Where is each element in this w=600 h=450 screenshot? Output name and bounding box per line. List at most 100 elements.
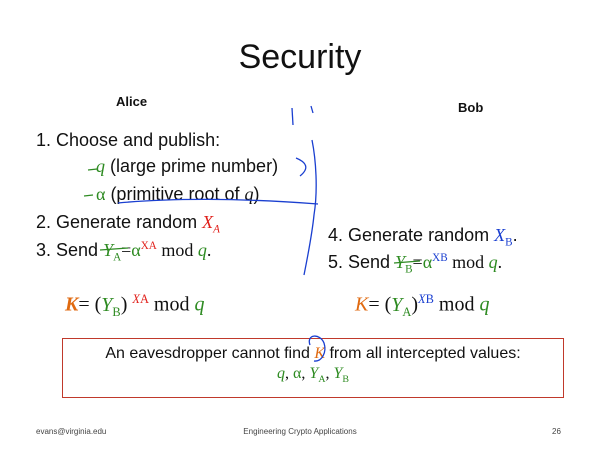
exponent-sub-b: B (440, 252, 448, 264)
step-2-text: 2. Generate random (36, 212, 203, 232)
q-symbol: q (96, 156, 105, 176)
page-number: 26 (552, 427, 561, 436)
x-letter: X (432, 252, 441, 264)
ink-q-curve (295, 157, 307, 177)
exponent-xa: XA (141, 240, 157, 252)
close-paren: ) (120, 293, 128, 316)
intercepted-values: q, α, YA, YB (63, 365, 563, 385)
q-modulus: q (197, 240, 207, 260)
param-q-line: q (large prime number) (96, 156, 278, 177)
equals-sign: = (412, 252, 423, 272)
y-letter: Y (103, 240, 114, 260)
step-5: 5. Send YB=αXB mod q. (328, 252, 502, 276)
subscript-b: B (112, 304, 121, 319)
exponent-sub-a: A (148, 240, 157, 252)
q-modulus: q (194, 293, 205, 316)
ya-value: YA (309, 365, 326, 386)
yb-symbol: YB (395, 252, 412, 276)
step-2: 2. Generate random XA (36, 212, 220, 236)
alpha-base: α (131, 240, 141, 260)
ink-alpha-dash (83, 194, 94, 197)
k-symbol: K (65, 293, 79, 316)
yb-symbol: YB (101, 293, 121, 319)
q-value: q (277, 365, 286, 382)
period: . (512, 225, 518, 245)
period: . (206, 240, 212, 260)
exponent-sub-b: B (425, 292, 434, 306)
y-letter: Y (309, 365, 319, 382)
subscript-a: A (318, 374, 326, 386)
exponent-xb: XB (418, 292, 434, 306)
step-4-text: 4. Generate random (328, 225, 495, 245)
alpha-symbol: α (96, 184, 106, 204)
mod-text: mod (148, 293, 195, 316)
x-letter: X (132, 292, 140, 306)
bob-key-formula: K= (YA)XB mod q (355, 292, 489, 320)
ink-divider-stroke (291, 107, 294, 126)
subscript-b: B (505, 236, 513, 249)
x-letter: X (418, 292, 426, 306)
close-paren: ) (411, 293, 419, 316)
step-5-text: 5. Send (328, 252, 396, 272)
alpha-description: (primitive root of (105, 184, 245, 204)
open-paren: ( (384, 293, 392, 316)
x-letter: X (494, 225, 506, 245)
xa-symbol: XA (202, 212, 220, 236)
comma: , (325, 365, 334, 382)
ink-tick (310, 105, 314, 114)
y-letter: Y (395, 252, 406, 272)
comma: , (301, 365, 310, 382)
mod-text: mod (433, 293, 480, 316)
ya-symbol: YA (103, 240, 121, 264)
xb-symbol: XB (494, 225, 512, 249)
footer-email: evans@virginia.edu (36, 427, 107, 436)
subscript-b: B (405, 263, 413, 276)
ink-vertical-line (303, 139, 317, 276)
y-letter: Y (101, 293, 113, 316)
exponent-xa: XA (132, 292, 149, 306)
x-letter: X (202, 212, 214, 232)
alpha-q-symbol: q (244, 184, 254, 204)
step-3: 3. Send YA=αXA mod q. (36, 240, 211, 264)
x-letter: X (140, 240, 149, 252)
mod-text: mod (447, 252, 489, 272)
q-modulus: q (479, 293, 490, 316)
period: . (497, 252, 503, 272)
alpha-base: α (422, 252, 433, 272)
slide-title: Security (238, 38, 362, 76)
param-alpha-line: α (primitive root of q) (96, 184, 259, 205)
subscript-a: A (402, 304, 412, 319)
equals-sign: = (78, 293, 90, 316)
exponent-xb: XB (432, 252, 448, 264)
exponent-sub-a: A (139, 292, 149, 306)
alpha-close: ) (253, 184, 260, 204)
equals-sign: = (368, 293, 380, 316)
comma: , (285, 365, 294, 382)
eavesdropper-text-pre: An eavesdropper cannot find (105, 345, 315, 362)
q-modulus: q (488, 252, 498, 272)
k-symbol: K (355, 293, 369, 316)
eavesdropper-text-post: from all intercepted values: (325, 345, 521, 362)
bob-label: Bob (458, 100, 484, 115)
step-3-text: 3. Send (36, 240, 104, 260)
alice-key-formula: K= (YB) XA mod q (65, 292, 204, 320)
subscript-b: B (342, 374, 349, 386)
k-symbol: K (314, 345, 326, 362)
footer-course: Engineering Crypto Applications (243, 427, 357, 436)
subscript-a: A (213, 223, 220, 236)
y-letter: Y (333, 365, 343, 382)
y-letter: Y (391, 293, 403, 316)
open-paren: ( (94, 293, 102, 316)
yb-value: YB (333, 365, 349, 386)
alice-label: Alice (116, 94, 148, 109)
eavesdropper-box: An eavesdropper cannot find K from all i… (62, 338, 564, 398)
subscript-a: A (113, 251, 122, 264)
step-1: 1. Choose and publish: (36, 130, 221, 150)
eavesdropper-text: An eavesdropper cannot find K from all i… (63, 345, 563, 363)
equals-sign: = (121, 240, 132, 260)
step-4: 4. Generate random XB. (328, 225, 518, 249)
ya-symbol: YA (391, 293, 412, 319)
mod-text: mod (156, 240, 198, 260)
alpha-value: α (293, 365, 302, 382)
q-description: (large prime number) (105, 156, 279, 176)
